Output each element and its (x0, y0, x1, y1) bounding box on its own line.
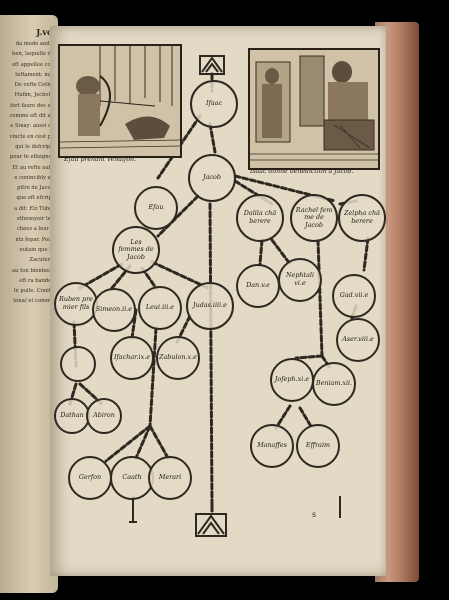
node-wives-of-jacob: Les femmes de Jacob (112, 226, 160, 274)
woodcut-isaac-blessing (248, 48, 380, 170)
left-page-line: e conincibly au (14, 174, 54, 181)
node-dalila: Dalila chā berere (236, 194, 284, 242)
node-merari: Merari (148, 456, 192, 500)
node-benjamin: Beniam.xii. (312, 362, 356, 406)
node-esau: Efau (134, 186, 178, 230)
node-manasses: Manaffes (250, 424, 294, 468)
left-page-line: cheez a leur d (16, 226, 54, 233)
left-page-line: le pulle. Conite (14, 288, 54, 295)
node-ruben: Ruben pre mier fils (54, 282, 98, 326)
signature-mark: s (312, 510, 317, 519)
left-page-line: vincte en cest pa (9, 133, 54, 140)
left-page-line: ntz fepar. Pour (15, 236, 54, 243)
node-zabulon: Zabulon.x.e (156, 336, 200, 380)
node-simeon: Simeon.ii.e (92, 288, 136, 332)
node-effraim: Effraim (296, 424, 340, 468)
left-page-line: Et au refte auffi (12, 164, 54, 171)
left-page-line: da mode and s (15, 41, 54, 47)
left-page-line: Zacutene (29, 257, 54, 264)
right-woodcut-caption: Isaac donne benediction a Jacob. (250, 168, 354, 175)
node-gerson: Gerfon (68, 456, 112, 500)
left-page-line: pitre de Jacob (17, 185, 54, 192)
node-dathan: Dathan (54, 398, 90, 434)
left-page: J.vo. da mode and s hen, laquelle de eft a… (0, 15, 58, 593)
left-page-line: comme eft dit au (9, 113, 54, 120)
left-page-line: De cefte Cethu (14, 82, 54, 89)
node-ruben-link (60, 346, 96, 382)
left-page-line: fort faure des en (10, 102, 54, 109)
woodcut-esau-hunting (58, 44, 182, 158)
node-zelpha: Zelpha chā berere (338, 194, 386, 242)
left-page-line: e Sinay: aussi ce (10, 123, 54, 130)
left-page-text: da mode and s hen, laquelle de eft appelle… (2, 39, 54, 307)
left-page-line: eutain que la (19, 246, 54, 253)
left-page-line: que eft efcript (16, 195, 54, 202)
left-page-line: ethezoyeir le l (16, 216, 54, 223)
node-gad: Gad.vii.e (332, 274, 376, 318)
left-page-line: eft ra bandes (19, 277, 54, 284)
left-page-line: teftament: mai (15, 71, 54, 78)
node-levi: Leui.iii.e (138, 286, 182, 330)
node-isaac: Ifaac (190, 80, 238, 128)
left-page-line: tona/ et comme (13, 298, 54, 305)
node-aser: Aser.viii.e (336, 318, 380, 362)
left-woodcut-caption: Efau prenant venaifon. (64, 156, 136, 163)
node-judas: Judas.iiii.e (186, 282, 234, 330)
left-page-header: J.vo. (36, 27, 55, 37)
left-page-line: eft appellee con (11, 61, 54, 68)
node-nephtali: Nephtali vi.e (278, 258, 322, 302)
node-rachel: Rachel fem me de Jacob (290, 194, 338, 242)
right-page: Efau prenant venaifon. Isaac donne bened… (50, 26, 386, 576)
left-page-line: Hufim, Jecbeth (14, 92, 54, 99)
left-page-line: pour fe efloigner (9, 154, 54, 161)
node-dan: Dan.v.e (236, 264, 280, 308)
node-issachar: Ifachar.ix.e (110, 336, 154, 380)
node-jacob: Jacob (188, 154, 236, 202)
left-page-line: qui le defcripti (15, 143, 54, 150)
node-joseph: Jofeph.xi.e (270, 358, 314, 402)
left-page-line: a dit: Elz Tubal (14, 205, 54, 212)
node-abiron: Abiron (86, 398, 122, 434)
left-page-line: hen, laquelle de (12, 51, 54, 58)
left-page-line: au ton bienheur (12, 267, 54, 274)
